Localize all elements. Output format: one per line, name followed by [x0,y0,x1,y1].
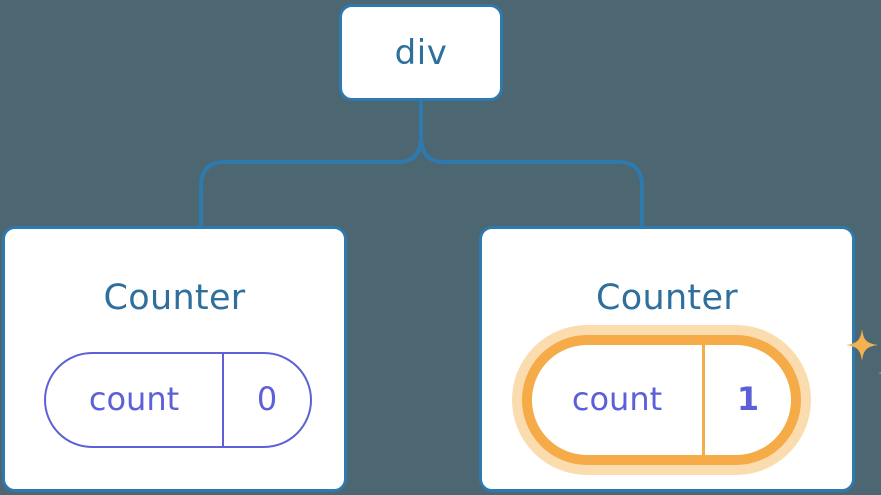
node-title: Counter [596,278,738,318]
state-key: count [532,345,705,455]
state-pill[interactable]: count 0 [44,352,312,448]
node-counter-left[interactable]: Counter count 0 [2,226,347,492]
node-title: Counter [103,278,246,318]
state-key: count [46,354,224,446]
state-pill-wrapper: count 0 [44,352,312,448]
state-pill-highlighted[interactable]: count 1 [522,335,801,465]
root-node-label: div [394,32,448,73]
state-value: 1 [736,380,760,418]
node-root-div[interactable]: div [339,4,503,101]
node-counter-right[interactable]: Counter count 1 [479,226,881,492]
state-value: 0 [256,380,278,418]
state-pill-wrapper-highlighted: count 1 [522,329,881,465]
